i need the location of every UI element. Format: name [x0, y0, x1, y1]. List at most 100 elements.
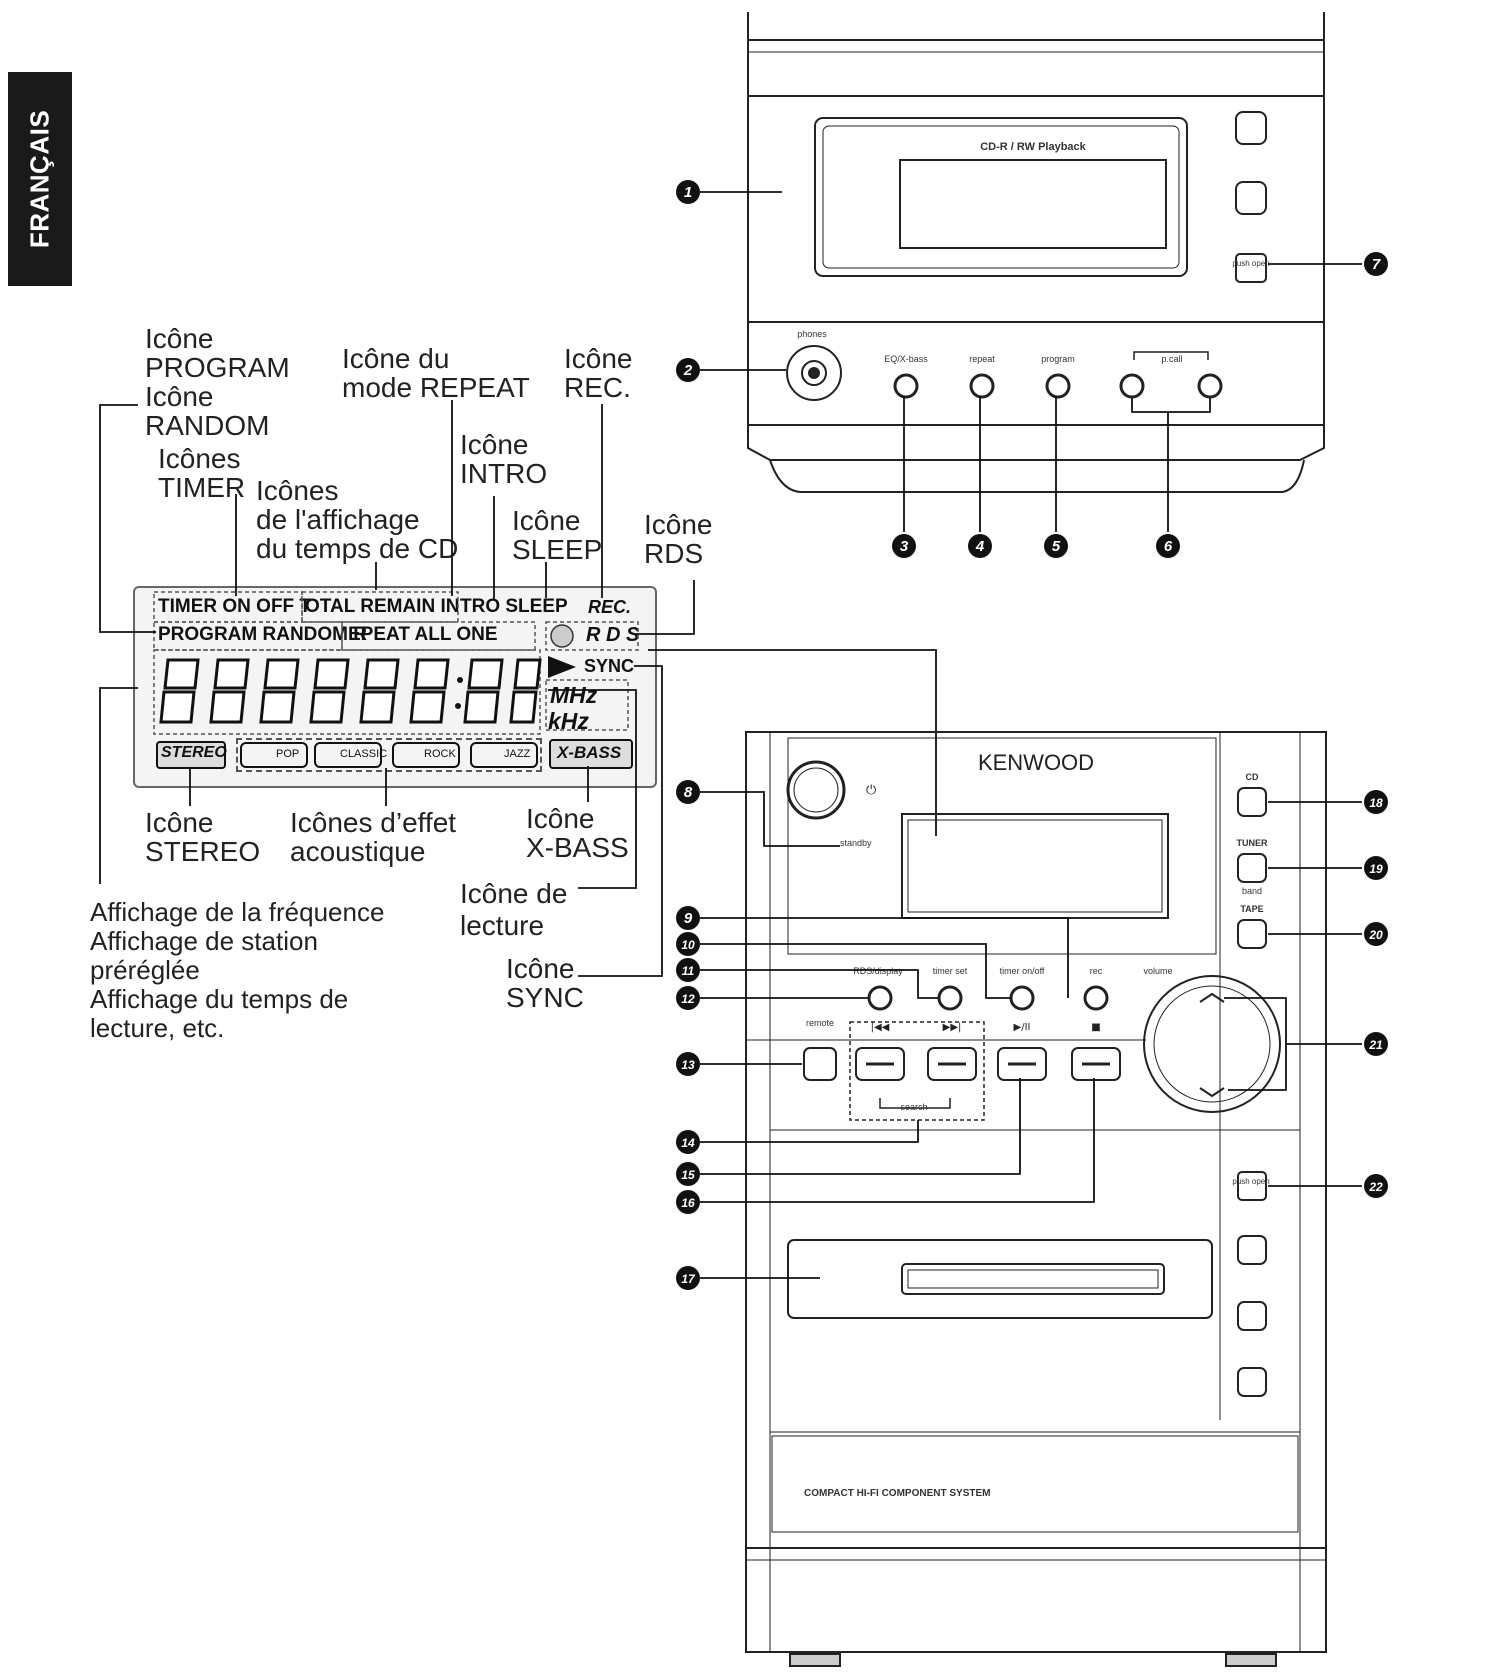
stop-icon: ■ [1091, 1022, 1100, 1033]
rec-button-label: rec [1090, 966, 1103, 976]
lcd-mhz-icon: MHz [550, 682, 598, 708]
svg-text:21: 21 [1368, 1038, 1383, 1052]
top-cd-unit [747, 12, 1325, 493]
transport-symbols: |◀◀ ▶▶| ▶/II ■ [871, 1022, 1101, 1033]
label-sync-icon: Icône SYNC [506, 953, 584, 1013]
callout-19: 19 [1364, 856, 1388, 880]
svg-text:18: 18 [1369, 796, 1383, 810]
lcd-pop-text: POP [276, 748, 300, 760]
lcd-sync-icon: SYNC [584, 656, 635, 676]
svg-text:17: 17 [681, 1272, 696, 1286]
lcd-timer-icons: TIMER ON OFF T [158, 596, 312, 617]
top-push-open-label: push open [1232, 259, 1269, 268]
callout-7: 7 [1364, 252, 1388, 276]
lcd-sound-effect-group [236, 738, 542, 772]
top-window-title: CD-R / RW Playback [980, 141, 1086, 153]
lcd-stereo-icon: STEREO [156, 741, 227, 769]
label-play-icon: Icône de lecture [460, 878, 568, 941]
callout-3: 3 [892, 534, 916, 558]
label-random-icon: Icône RANDOM [145, 381, 270, 441]
callout-20: 20 [1364, 922, 1388, 946]
svg-text:19: 19 [1369, 862, 1383, 876]
band-label: band [1242, 886, 1262, 896]
timer-set-label: timer set [933, 966, 968, 976]
skip-forward-icon: ▶▶| [943, 1022, 962, 1033]
callout-11: 11 [676, 958, 700, 982]
svg-text:5: 5 [1052, 538, 1061, 555]
main-unit [745, 731, 1327, 1667]
svg-text:3: 3 [900, 538, 909, 555]
timer-onoff-label: timer on/off [1000, 966, 1045, 976]
lcd-intro-sleep-icons: TRO SLEEP [460, 596, 568, 617]
callout-22: 22 [1364, 1174, 1388, 1198]
top-pcall-label: p.call [1161, 354, 1182, 364]
svg-text:11: 11 [682, 964, 695, 978]
callout-4: 4 [968, 534, 992, 558]
tape-button-label: TAPE [1240, 904, 1263, 914]
svg-text:16: 16 [681, 1196, 695, 1210]
lcd-jazz-text: JAZZ [504, 748, 531, 760]
callout-10: 10 [676, 932, 700, 956]
callout-21: 21 [1364, 1032, 1388, 1056]
label-rec-icon: Icône REC. [564, 343, 633, 403]
svg-text:12: 12 [681, 992, 695, 1006]
lcd-rec-icon: REC. [588, 597, 632, 617]
svg-text:2: 2 [683, 362, 693, 379]
power-icon: ⏻ [866, 783, 876, 798]
main-callout-lines [700, 791, 1362, 1279]
label-repeat-icon: Icône du mode REPEAT [342, 343, 530, 403]
label-cd-time-icons: Icônes de l'affichage du temps de CD [256, 475, 459, 564]
lcd-xbass-icon: X-BASS [549, 739, 633, 769]
svg-text:13: 13 [681, 1058, 695, 1072]
top-phones-label: phones [797, 329, 827, 339]
footer-model-text: COMPACT HI-FI COMPONENT SYSTEM [804, 1488, 990, 1499]
callout-13: 13 [676, 1052, 700, 1076]
top-program-label: program [1041, 354, 1075, 364]
callout-9: 9 [676, 906, 700, 930]
lcd-repeat-icons: EPEAT ALL ONE [348, 624, 498, 645]
lcd-rock-text: ROCK [424, 748, 456, 760]
svg-text:20: 20 [1368, 928, 1383, 942]
remote-sensor-label: remote [806, 1018, 834, 1028]
label-sound-effect-icons: Icônes d’effet acoustique [290, 807, 457, 867]
label-xbass-icon: Icône X-BASS [526, 803, 629, 863]
label-intro-icon: Icône INTRO [460, 429, 548, 489]
search-label: search [900, 1102, 927, 1112]
callout-12: 12 [676, 986, 700, 1010]
lcd-program-random-icons: PROGRAM RANDOM R [158, 624, 367, 645]
svg-text:7: 7 [1372, 256, 1381, 273]
svg-text:10: 10 [681, 938, 695, 952]
svg-text:22: 22 [1368, 1180, 1383, 1194]
lcd-cd-time-icons: OTAL REMAIN IN [305, 596, 460, 617]
label-frequency-display: Affichage de la fréquence Affichage de s… [90, 897, 385, 1043]
callout-14: 14 [676, 1130, 700, 1154]
callout-17: 17 [676, 1266, 700, 1290]
lcd-xbass-text: X-BASS [557, 743, 622, 762]
label-sleep-icon: Icône SLEEP [512, 505, 603, 565]
volume-label: volume [1143, 966, 1172, 976]
play-pause-icon: ▶/II [1014, 1022, 1031, 1033]
callout-18: 18 [1364, 790, 1388, 814]
rds-display-label: RDS/display [853, 966, 903, 976]
lcd-rock-icon: ROCK [392, 742, 460, 768]
label-timer-icons: Icônes TIMER [158, 443, 246, 503]
callout-16: 16 [676, 1190, 700, 1214]
language-tab: FRANÇAIS [8, 72, 72, 286]
label-stereo-icon: Icône STEREO [145, 807, 261, 867]
label-rds-icon: Icône RDS [644, 509, 713, 569]
cd-button-label: CD [1246, 772, 1259, 782]
callout-15: 15 [676, 1162, 700, 1186]
tape-push-open-label: push open [1232, 1177, 1269, 1186]
svg-text:15: 15 [681, 1168, 695, 1182]
callout-6: 6 [1156, 534, 1180, 558]
svg-text:8: 8 [684, 784, 693, 801]
skip-back-icon: |◀◀ [871, 1022, 890, 1033]
top-callout-lines [700, 191, 1362, 532]
svg-text:14: 14 [681, 1136, 695, 1150]
label-leader-lines [99, 400, 937, 977]
callout-1: 1 [676, 180, 700, 204]
lcd-classic-icon: CLASSIC [314, 742, 387, 768]
callout-2: 2 [676, 358, 700, 382]
brand-logo-text: KENWOOD [978, 750, 1094, 775]
